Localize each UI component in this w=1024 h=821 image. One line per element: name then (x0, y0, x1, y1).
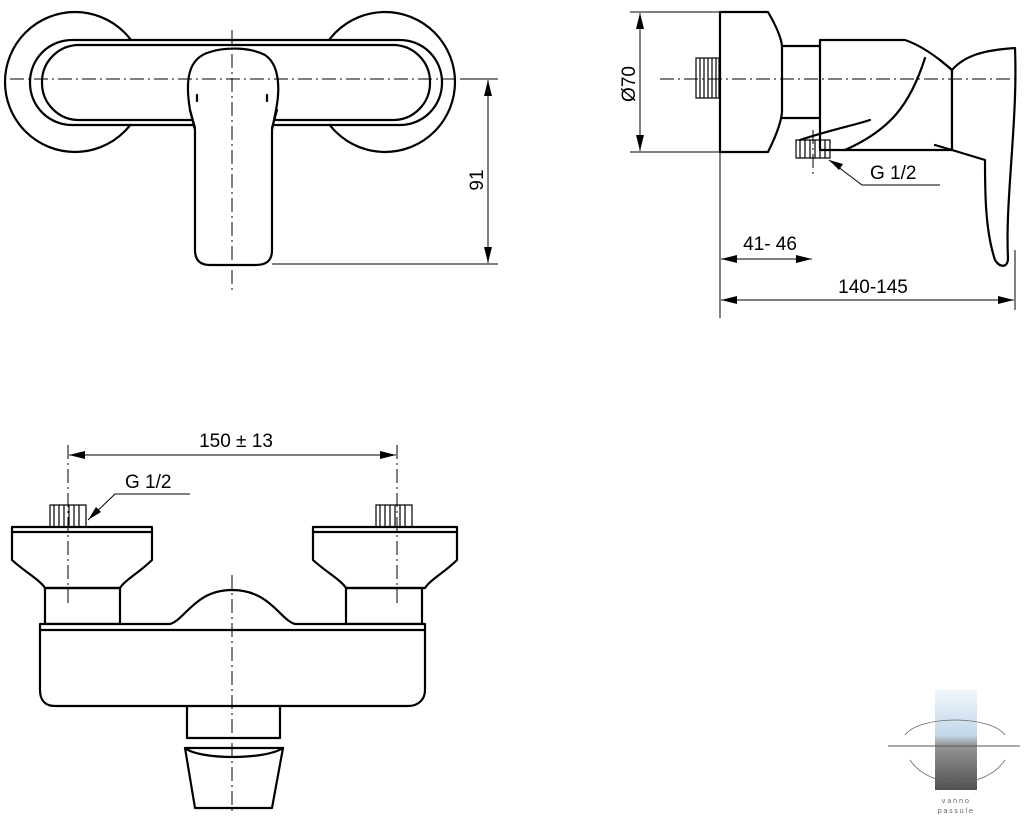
watermark-gradient-block (935, 690, 977, 790)
dim-91-label: 91 (467, 169, 488, 190)
top-thread-leader-arrow (88, 507, 101, 520)
side-view: Ø70 G 1/2 41- 46 140-145 (619, 10, 1020, 318)
watermark-arc-bottom (909, 759, 1006, 783)
top-outlet-nozzle-curve (183, 746, 285, 759)
top-right-rosette (311, 525, 459, 590)
front-view: 91 (3, 10, 498, 290)
watermark-text-1: vanno (941, 797, 970, 805)
top-outlet-neck (185, 704, 282, 740)
side-lever (950, 46, 1017, 267)
top-left-thread-lines (53, 505, 80, 527)
dim-spacing-arrow-right (380, 451, 396, 459)
top-right-thread-lines (379, 505, 406, 527)
watermark-logo: vanno passule (888, 690, 1020, 815)
top-thread-label: G 1/2 (125, 472, 171, 493)
dim-spacing-arrow-left (69, 451, 85, 459)
top-left-connector (43, 586, 122, 626)
top-view: 150 ± 13 G 1/2 (10, 431, 459, 815)
dim-91-arrow-top (484, 80, 492, 96)
dim-offset-arrow-left (721, 255, 737, 263)
dim-91-arrow-bottom (484, 247, 492, 263)
lever-base-lines (188, 108, 279, 130)
dim-depth-arrow-right (998, 296, 1014, 304)
dim-diameter-arrow-bottom (636, 135, 644, 151)
dim-depth-label: 140-145 (838, 277, 908, 298)
side-body-curve-lower (798, 118, 872, 142)
dim-offset-arrow-right (796, 255, 812, 263)
side-lever-junction (933, 58, 954, 152)
top-right-connector (344, 586, 424, 626)
dim-spacing-label: 150 ± 13 (199, 431, 273, 452)
side-thread-label: G 1/2 (870, 163, 916, 184)
watermark-text-2: passule (937, 807, 974, 815)
top-left-rosette (10, 525, 154, 590)
top-right-thread (375, 504, 413, 528)
dim-diameter-arrow-top (636, 13, 644, 29)
top-thread-leader (87, 493, 190, 521)
dim-diameter-label: Ø70 (619, 66, 640, 102)
dim-depth-arrow-left (721, 296, 737, 304)
dim-offset-label: 41- 46 (743, 234, 797, 255)
watermark-arc-top (904, 719, 1006, 736)
side-rosette (718, 10, 784, 154)
side-body (780, 38, 954, 152)
side-outlet-thread-lines (799, 140, 826, 158)
side-inlet-thread-lines (699, 58, 717, 98)
side-body-curve (843, 56, 927, 152)
side-thread-leader-arrow (829, 160, 843, 170)
lever-handle (186, 47, 280, 267)
top-outlet-nozzle (183, 746, 285, 810)
